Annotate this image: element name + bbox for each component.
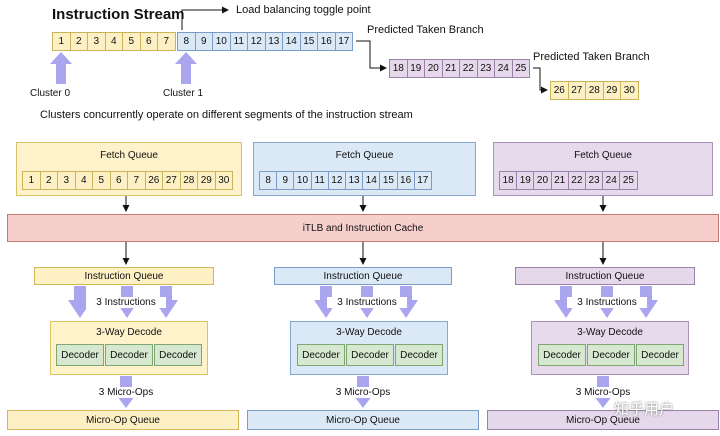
instruction-cell: 3	[57, 171, 76, 190]
itlb-instruction-cache: iTLB and Instruction Cache	[7, 214, 719, 242]
instruction-cell: 17	[413, 171, 432, 190]
diagram-title: Instruction Stream	[52, 6, 185, 23]
instruction-cell: 1	[22, 171, 41, 190]
decode-title: 3-Way Decode	[96, 327, 162, 338]
cluster0-label: Cluster 0	[30, 88, 71, 99]
instruction-cell: 6	[109, 171, 128, 190]
decode-block-middle: 3-Way Decode Decoder Decoder Decoder	[290, 321, 448, 375]
cluster0-arrow	[50, 52, 72, 84]
instruction-cell: 19	[516, 171, 535, 190]
decode-title: 3-Way Decode	[336, 327, 402, 338]
instruction-cell: 9	[276, 171, 295, 190]
decoder: Decoder	[105, 344, 153, 366]
branch-label-2: Predicted Taken Branch	[533, 51, 650, 63]
instruction-queue-right: Instruction Queue	[515, 267, 695, 285]
instruction-cell: 15	[379, 171, 398, 190]
instruction-cell: 20	[533, 171, 552, 190]
decoder: Decoder	[538, 344, 586, 366]
micro-ops-left: 3 Micro-Ops	[86, 387, 166, 398]
branch-label-1: Predicted Taken Branch	[367, 24, 484, 36]
decode-block-left: 3-Way Decode Decoder Decoder Decoder	[50, 321, 208, 375]
instruction-queue-left: Instruction Queue	[34, 267, 214, 285]
decoder: Decoder	[297, 344, 345, 366]
micro-op-queue-right: Micro-Op Queue	[487, 410, 719, 430]
decoder: Decoder	[395, 344, 443, 366]
instruction-cell: 2	[69, 32, 88, 51]
instruction-cell: 10	[293, 171, 312, 190]
decoder: Decoder	[346, 344, 394, 366]
instruction-cell: 30	[620, 81, 639, 100]
decode-title: 3-Way Decode	[577, 327, 643, 338]
fetch-queue-title: Fetch Queue	[335, 150, 394, 161]
instruction-cell: 18	[499, 171, 518, 190]
instruction-cell: 21	[550, 171, 569, 190]
instruction-cell: 13	[264, 32, 283, 51]
instruction-cell: 22	[459, 59, 478, 78]
instruction-cell: 7	[127, 171, 146, 190]
instruction-cell: 11	[310, 171, 329, 190]
instruction-queue-middle: Instruction Queue	[274, 267, 452, 285]
instruction-cell: 24	[602, 171, 621, 190]
three-instructions-right: 3 Instructions	[567, 297, 647, 308]
instruction-cell: 25	[619, 171, 638, 190]
instruction-cell: 25	[511, 59, 530, 78]
caption: Clusters concurrently operate on differe…	[40, 109, 413, 121]
fetch-queue-title: Fetch Queue	[100, 150, 158, 161]
fetch-queue-title: Fetch Queue	[574, 150, 632, 161]
cluster1-arrow	[175, 52, 197, 84]
watermark: 知乎用户	[614, 401, 675, 418]
instruction-cell: 26	[144, 171, 163, 190]
instruction-cell: 27	[162, 171, 181, 190]
instruction-cell: 23	[584, 171, 604, 190]
toggle-arrow	[181, 6, 229, 30]
instruction-cell: 14	[362, 171, 381, 190]
micro-ops-right: 3 Micro-Ops	[563, 387, 643, 398]
branch-arrow-2	[533, 67, 548, 94]
micro-op-queue-left: Micro-Op Queue	[7, 410, 239, 430]
decode-block-right: 3-Way Decode Decoder Decoder Decoder	[531, 321, 689, 375]
instruction-cell: 28	[179, 171, 198, 190]
instruction-cell: 24	[494, 59, 513, 78]
instruction-cell: 5	[92, 171, 111, 190]
decoder: Decoder	[636, 344, 684, 366]
three-instructions-middle: 3 Instructions	[327, 297, 407, 308]
toggle-label: Load balancing toggle point	[236, 4, 371, 16]
decoder: Decoder	[587, 344, 635, 366]
branch-arrow-1	[356, 40, 387, 72]
instruction-cell: 30	[214, 171, 233, 190]
instruction-cell: 29	[197, 171, 216, 190]
instruction-cell: 17	[334, 32, 353, 51]
instruction-cell: 13	[344, 171, 364, 190]
micro-op-queue-middle: Micro-Op Queue	[247, 410, 479, 430]
cluster1-label: Cluster 1	[163, 88, 204, 99]
instruction-cell: 5	[122, 32, 141, 51]
decoder: Decoder	[154, 344, 202, 366]
instruction-cell: 2	[39, 171, 58, 190]
three-instructions-left: 3 Instructions	[86, 297, 166, 308]
instruction-cell: 8	[259, 171, 278, 190]
instruction-cell: 16	[396, 171, 415, 190]
instruction-cell: 4	[74, 171, 93, 190]
micro-ops-middle: 3 Micro-Ops	[323, 387, 403, 398]
decoder: Decoder	[56, 344, 104, 366]
instruction-cell: 7	[157, 32, 176, 51]
instruction-cell: 12	[327, 171, 346, 190]
instruction-cell: 22	[567, 171, 586, 190]
